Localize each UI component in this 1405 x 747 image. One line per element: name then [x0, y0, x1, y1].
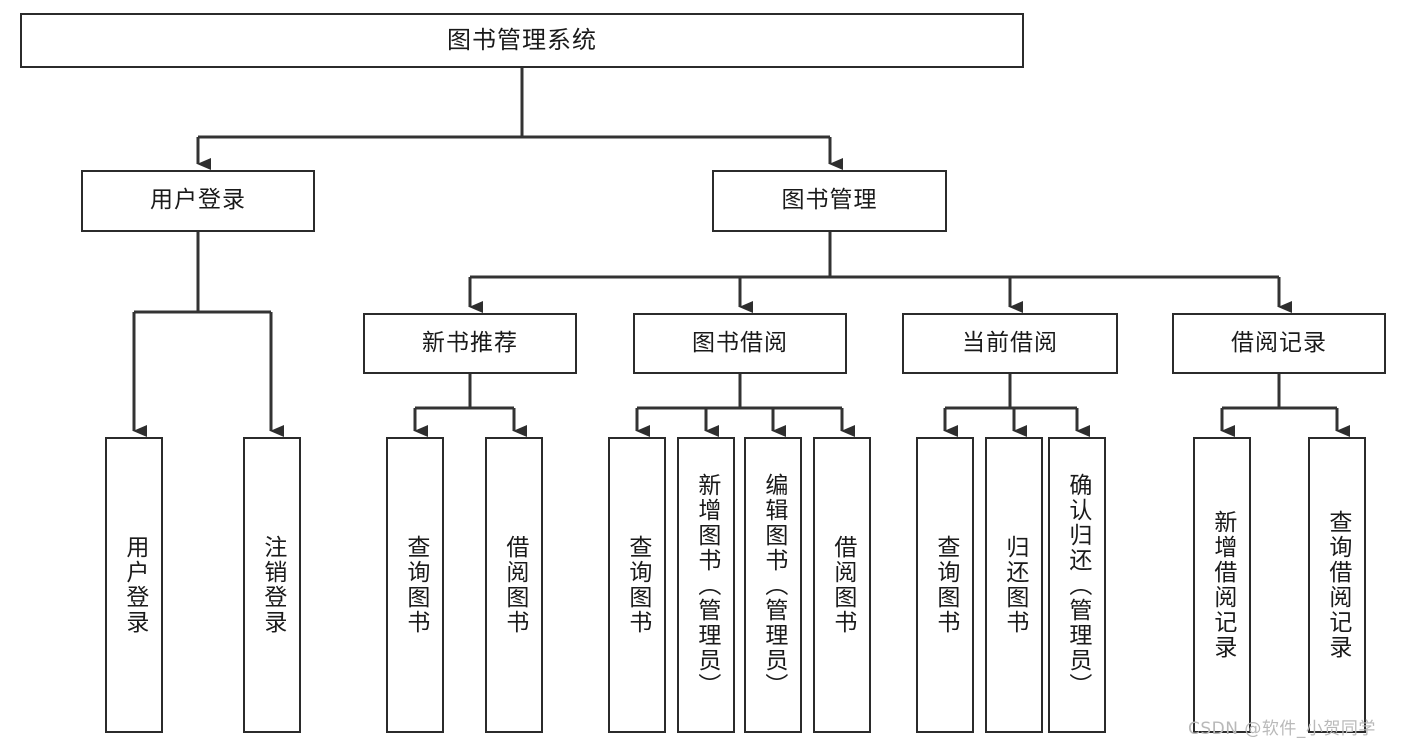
leaf-current-query-book[interactable]: 查询图书 [916, 437, 974, 733]
node-label: 查询图书 [402, 535, 429, 635]
node-label: 新书推荐 [422, 329, 518, 356]
leaf-borrow-query-book[interactable]: 查询图书 [608, 437, 666, 733]
leaf-current-return-book[interactable]: 归还图书 [985, 437, 1043, 733]
node-label: 归还图书 [1001, 535, 1028, 635]
leaf-user-login-signin[interactable]: 用户登录 [105, 437, 163, 733]
leaf-record-add-borrow-record[interactable]: 新增借阅记录 [1193, 437, 1251, 733]
node-label: 查询借阅记录 [1324, 510, 1351, 660]
node-label: 借阅图书 [501, 535, 528, 635]
node-user-login[interactable]: 用户登录 [81, 170, 315, 232]
node-label: 编辑图书（管理员） [760, 472, 787, 698]
leaf-record-query-borrow-record[interactable]: 查询借阅记录 [1308, 437, 1366, 733]
node-label: 用户登录 [150, 187, 246, 214]
node-root-book-management-system[interactable]: 图书管理系统 [20, 13, 1024, 68]
node-label: 借阅图书 [829, 535, 856, 635]
node-label: 图书管理系统 [447, 26, 597, 55]
node-label: 注销登录 [259, 535, 286, 635]
node-label: 借阅记录 [1231, 329, 1327, 356]
node-current-borrow[interactable]: 当前借阅 [902, 313, 1118, 374]
node-new-book-recommend[interactable]: 新书推荐 [363, 313, 577, 374]
node-label: 用户登录 [121, 535, 148, 635]
leaf-user-login-signout[interactable]: 注销登录 [243, 437, 301, 733]
node-label: 图书借阅 [692, 329, 788, 356]
node-label: 确认归还（管理员） [1064, 472, 1091, 698]
leaf-new-book-borrow[interactable]: 借阅图书 [485, 437, 543, 733]
leaf-current-confirm-return-admin[interactable]: 确认归还（管理员） [1048, 437, 1106, 733]
node-label: 当前借阅 [962, 329, 1058, 356]
leaf-borrow-borrow-book[interactable]: 借阅图书 [813, 437, 871, 733]
node-label: 新增图书（管理员） [693, 472, 720, 698]
leaf-borrow-add-book-admin[interactable]: 新增图书（管理员） [677, 437, 735, 733]
leaf-new-book-query[interactable]: 查询图书 [386, 437, 444, 733]
csdn-watermark: CSDN @软件_小贺同学 [1188, 719, 1376, 739]
node-book-borrow[interactable]: 图书借阅 [633, 313, 847, 374]
node-label: 新增借阅记录 [1209, 510, 1236, 660]
leaf-borrow-edit-book-admin[interactable]: 编辑图书（管理员） [744, 437, 802, 733]
node-book-management[interactable]: 图书管理 [712, 170, 947, 232]
node-label: 图书管理 [781, 187, 878, 214]
node-label: 查询图书 [932, 535, 959, 635]
node-label: 查询图书 [624, 535, 651, 635]
node-borrow-record[interactable]: 借阅记录 [1172, 313, 1386, 374]
